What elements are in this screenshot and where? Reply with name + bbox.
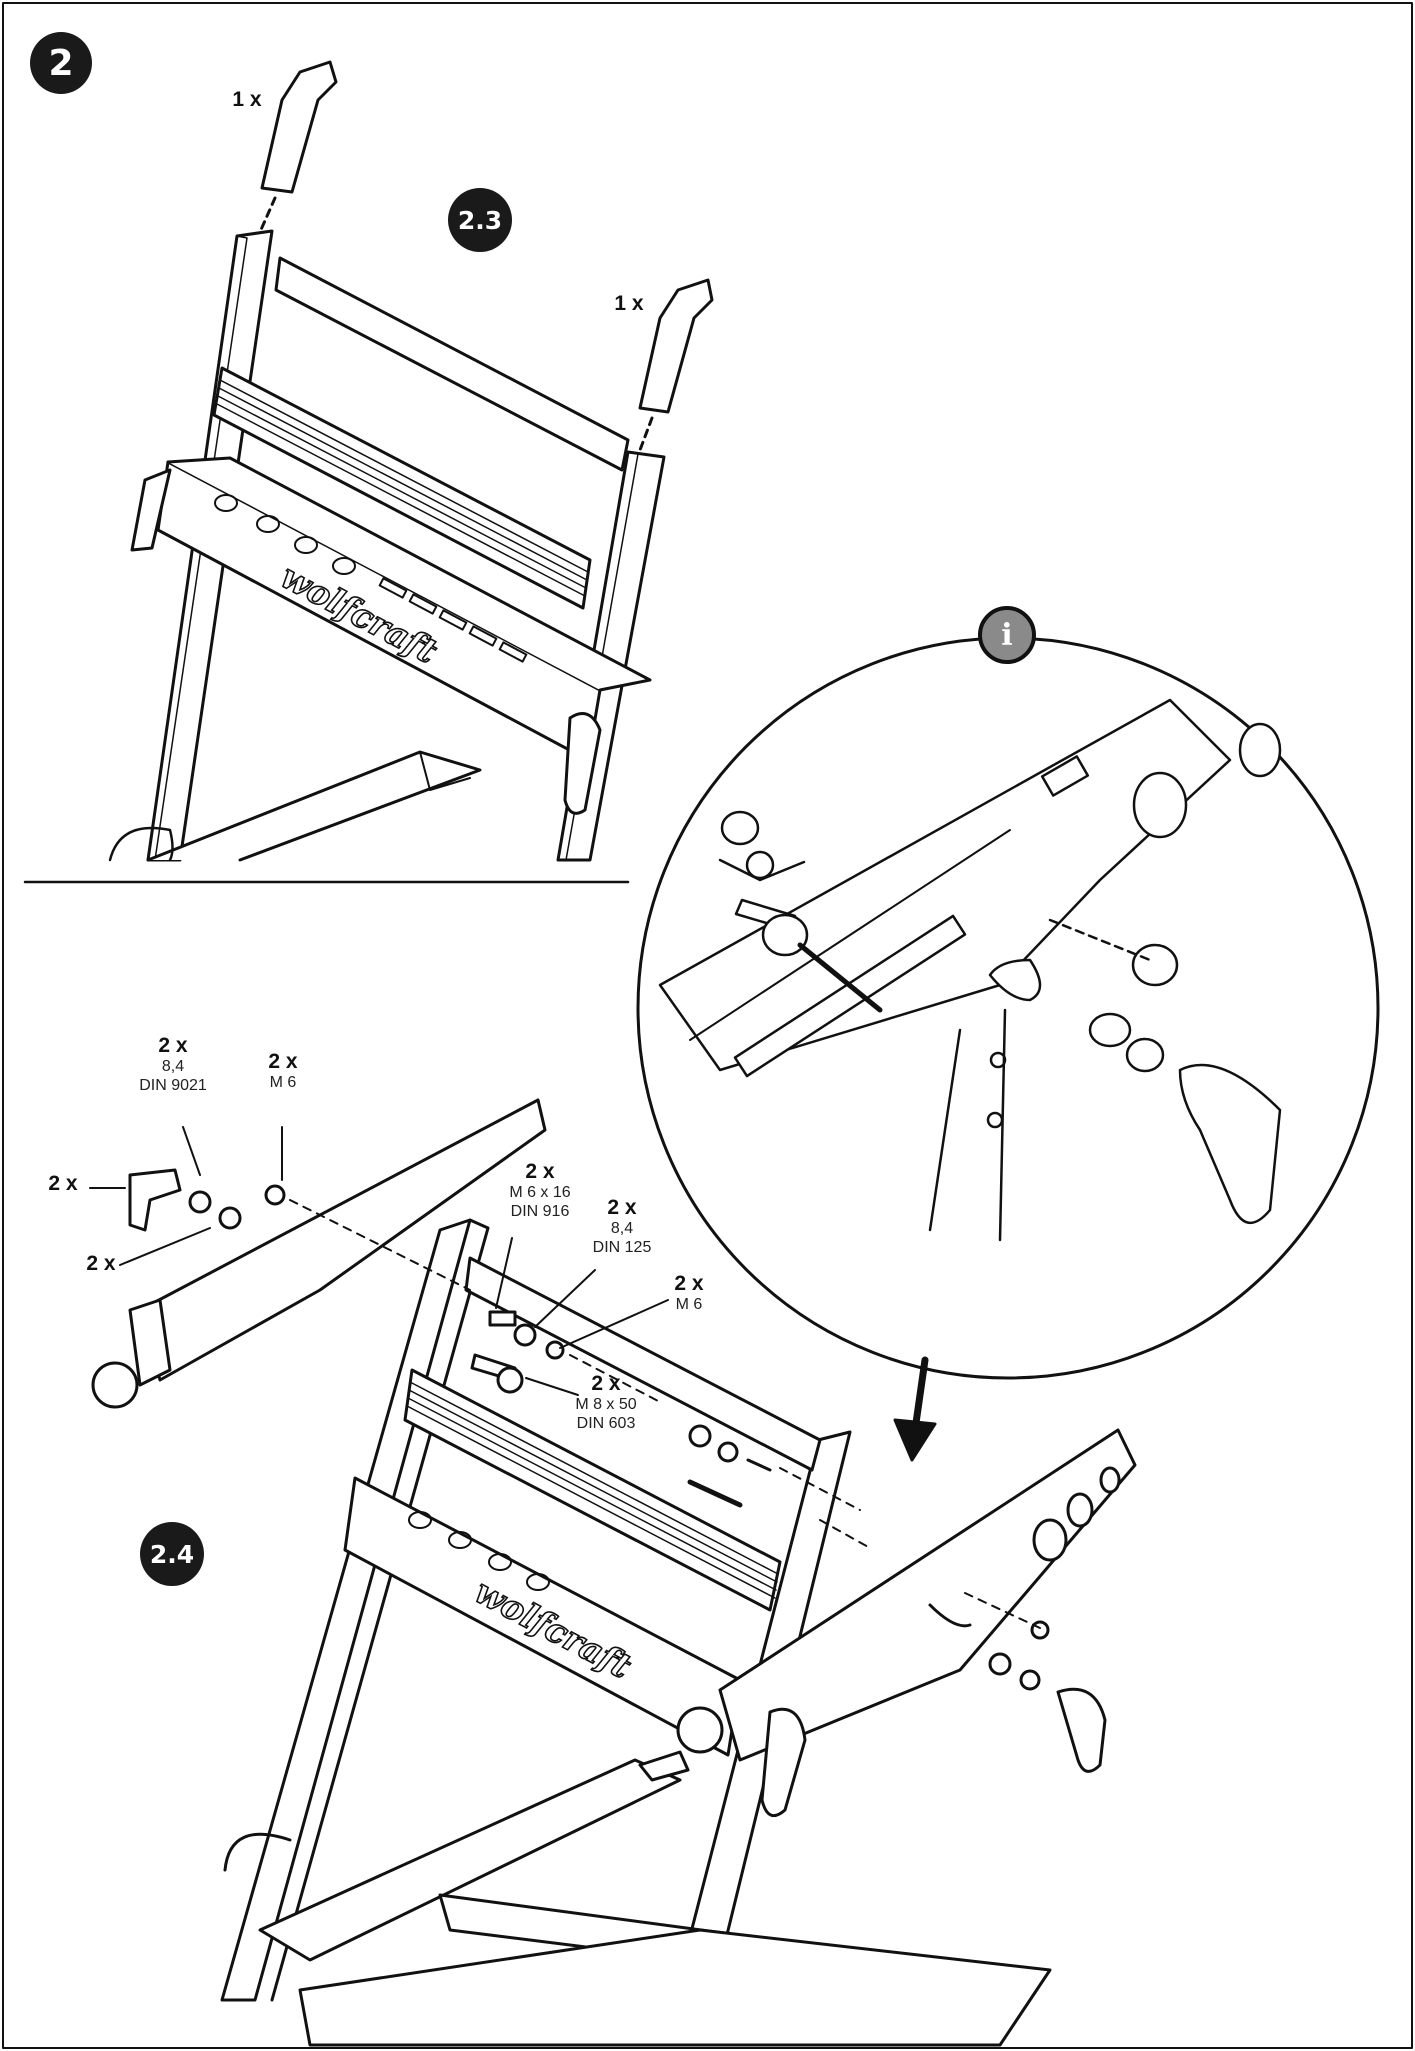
substep-2-3-label: 2.3 [457,205,503,235]
nut-m6-qty: 2 x [674,1272,704,1295]
frame-assembly-2-4 [91,1098,1137,2047]
detail-arrow [911,1356,929,1434]
step-number-badge: 2 [30,32,92,94]
washer-din125-size: 8,4 [610,1220,634,1238]
nut-top-label: 2 x M 6 [248,1050,318,1093]
pin-right-qty: 1 x [614,292,644,315]
info-icon: i [978,606,1036,664]
frame-assembly-2-3 [108,229,666,862]
nut-m6-label: 2 x M 6 [654,1272,724,1315]
nut-top-size: M 6 [269,1074,297,1092]
washer-din125-qty: 2 x [607,1196,637,1219]
washer-din9021-standard: DIN 9021 [139,1076,207,1094]
substep-badge-2-4: 2.4 [140,1522,204,1586]
lever-qty: 2 x [48,1172,78,1195]
locking-pin-left [258,60,338,234]
detail-parts [658,698,1282,1242]
washer-din9021-size: 8,4 [161,1058,185,1076]
washer-din9021-label: 2 x 8,4 DIN 9021 [118,1034,228,1095]
substep-badge-2-3: 2.3 [448,188,512,252]
bolt-m8-standard: DIN 603 [576,1414,636,1432]
washer-din9021-qty: 2 x [158,1034,188,1057]
info-glyph: i [1001,617,1013,653]
bolt-m8-label: 2 x M 8 x 50 DIN 603 [556,1372,656,1433]
bolt-m6-standard: DIN 916 [510,1202,570,1220]
bolt-m8-size: M 8 x 50 [575,1396,637,1414]
nut-m6-size: M 6 [675,1296,703,1314]
substep-2-4-label: 2.4 [149,1539,195,1569]
bolt-m6-size: M 6 x 16 [509,1184,571,1202]
washer-din125-label: 2 x 8,4 DIN 125 [572,1196,672,1257]
step-number: 2 [48,42,74,84]
nut-top-qty: 2 x [268,1050,298,1073]
bolt-m8-qty: 2 x [591,1372,621,1395]
locking-pin-right [638,278,714,452]
pin-left-qty: 1 x [232,88,262,111]
bushing-qty: 2 x [86,1252,116,1275]
bolt-m6-qty: 2 x [525,1160,555,1183]
bolt-m6-label: 2 x M 6 x 16 DIN 916 [490,1160,590,1221]
detail-arrow-head [893,1418,937,1462]
washer-din125-standard: DIN 125 [592,1238,652,1256]
